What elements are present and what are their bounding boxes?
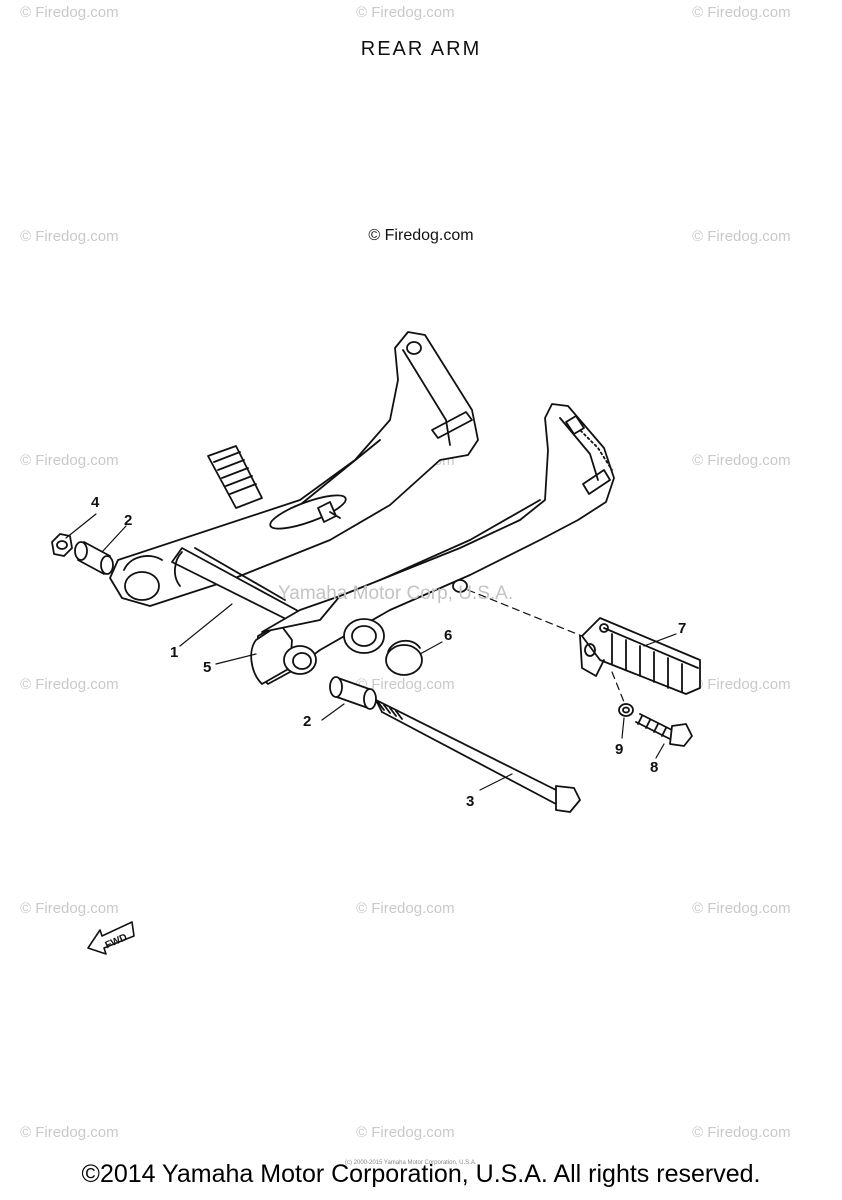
callout-2: 2: [303, 713, 311, 730]
watermark-yamaha: Yamaha Motor Corp, U.S.A.: [278, 583, 514, 604]
callout-3: 3: [466, 793, 474, 810]
callout-1: 1: [170, 644, 178, 661]
watermark-center: © Firedog.com: [368, 227, 474, 244]
watermark: © Firedog.com: [356, 900, 455, 917]
watermark: © Firedog.com: [20, 4, 119, 21]
watermark: © Firedog.com: [692, 1124, 791, 1141]
front-footrest: [579, 617, 701, 695]
callout-8: 8: [650, 759, 658, 776]
short-bolt: [635, 713, 693, 747]
watermark: © Firedog.com: [692, 452, 791, 469]
watermark: © Firedog.com: [692, 676, 791, 693]
watermark: © Firedog.com: [692, 228, 791, 245]
callout-6: 6: [444, 627, 452, 644]
spacer-left: [74, 541, 114, 575]
assembly-line: [467, 589, 583, 637]
watermark: © Firedog.com: [692, 900, 791, 917]
arm-collar: [250, 595, 341, 685]
callout-9: 9: [615, 741, 623, 758]
left-bracket-arm: [109, 331, 479, 607]
watermark: © Firedog.com: [20, 900, 119, 917]
cap: [385, 639, 423, 676]
spacer-lower: [329, 676, 377, 710]
watermark: © Firedog.com: [20, 1124, 119, 1141]
long-bolt: [375, 699, 581, 813]
watermark: © Firedog.com: [356, 676, 455, 693]
watermark: © Firedog.com: [356, 1124, 455, 1141]
watermark: © Firedog.com: [692, 4, 791, 21]
watermark: © Firedog.com: [20, 228, 119, 245]
callout-4: 4: [91, 494, 100, 511]
watermark: © Firedog.com: [356, 4, 455, 21]
nut: [51, 533, 73, 557]
callout-2: 2: [124, 512, 132, 529]
left-arm-stud: [317, 501, 341, 523]
watermark: © Firedog.com: [20, 452, 119, 469]
callout-5: 5: [203, 659, 211, 676]
assembly-line: [611, 671, 625, 703]
page-title: REAR ARM: [360, 38, 482, 60]
fwd-arrow: [87, 921, 135, 955]
ring-seal: [343, 618, 385, 654]
rear-footrest-left: [207, 445, 263, 509]
watermark: © Firedog.com: [20, 676, 119, 693]
washer: [618, 703, 634, 717]
callout-7: 7: [678, 620, 686, 637]
copyright-footer: ©2014 Yamaha Motor Corporation, U.S.A. A…: [81, 1160, 761, 1188]
tiny-notice: (c) 2000-2015 Yamaha Motor Corporation, …: [345, 1160, 477, 1166]
